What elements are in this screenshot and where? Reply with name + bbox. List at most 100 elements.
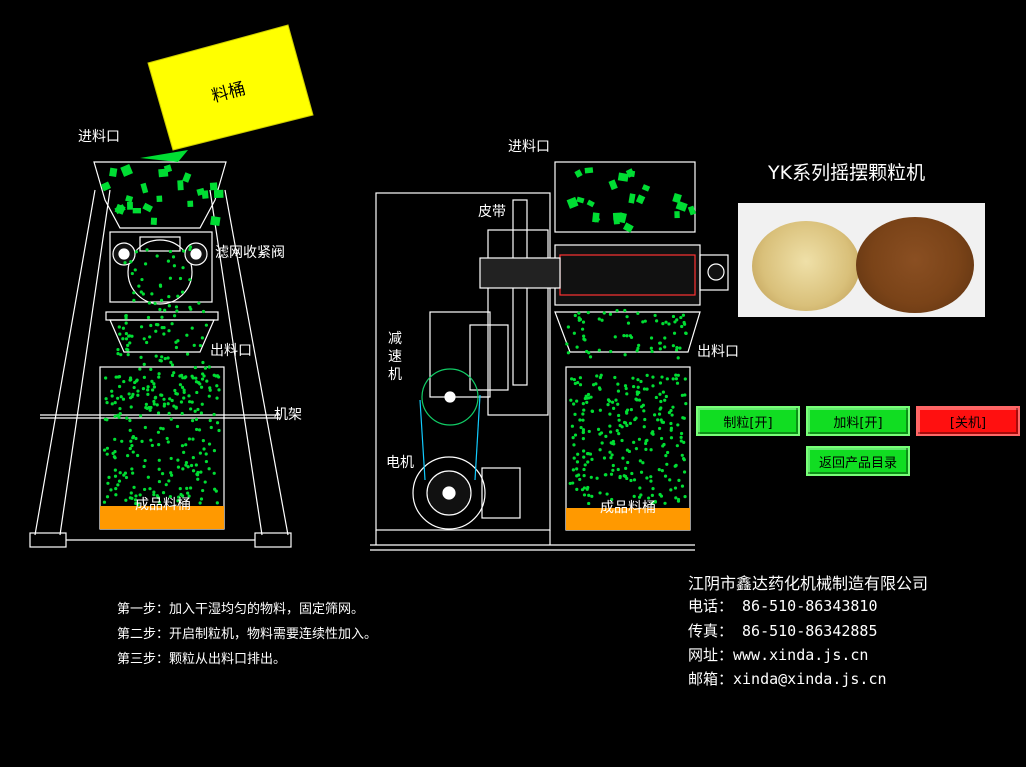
granule <box>212 471 216 475</box>
granule <box>659 436 664 441</box>
company-website: 网址：www.xinda.js.cn <box>688 646 869 664</box>
granule <box>188 278 192 282</box>
granule <box>175 309 179 313</box>
granule <box>143 487 147 492</box>
granule <box>172 264 177 268</box>
granule <box>132 291 136 295</box>
right-belt-label: 皮带 <box>478 204 506 220</box>
granule <box>134 436 138 441</box>
granule <box>637 343 641 348</box>
granule <box>588 355 593 359</box>
granule <box>590 494 594 498</box>
granule <box>672 192 682 204</box>
granule <box>125 416 129 420</box>
granule <box>141 387 146 391</box>
granule <box>676 499 681 503</box>
granule <box>572 331 576 335</box>
granule <box>106 481 110 485</box>
granule <box>161 491 166 495</box>
granule <box>195 390 199 395</box>
granule <box>578 418 582 422</box>
granule <box>680 324 684 329</box>
granule <box>583 338 587 342</box>
feed-on-button[interactable]: 加料[开] <box>806 406 910 436</box>
granule <box>679 431 684 436</box>
granule <box>609 472 614 476</box>
granule <box>585 487 589 491</box>
granule <box>140 182 149 194</box>
granule <box>179 400 184 404</box>
granule <box>176 465 181 469</box>
granule <box>114 486 118 491</box>
granule <box>622 333 626 338</box>
granule <box>146 315 151 320</box>
granule <box>572 378 576 382</box>
granule <box>132 485 136 489</box>
granule <box>201 309 206 314</box>
granule <box>199 470 203 474</box>
granule <box>687 205 697 216</box>
granule <box>180 444 185 448</box>
granule <box>110 402 114 406</box>
granule <box>680 393 684 397</box>
granule <box>670 413 674 417</box>
granule <box>594 382 598 386</box>
granule <box>629 408 633 412</box>
granule <box>185 486 189 490</box>
granule <box>582 455 586 459</box>
granule <box>187 437 192 441</box>
shutdown-button[interactable]: [关机] <box>916 406 1020 436</box>
hopper-box <box>140 24 314 162</box>
granule <box>208 386 212 390</box>
granule <box>169 360 173 364</box>
granule <box>122 473 126 477</box>
granule <box>666 450 670 455</box>
granule <box>121 397 126 401</box>
granule <box>598 408 602 412</box>
granule <box>682 440 686 444</box>
back-to-catalog-button[interactable]: 返回产品目录 <box>806 446 910 476</box>
granule <box>615 429 619 433</box>
granule <box>140 439 144 443</box>
granule <box>177 495 181 499</box>
dark-granules-pile <box>856 217 974 313</box>
left-product-bin-label: 成品料桶 <box>135 497 191 513</box>
granule <box>681 416 685 420</box>
granule <box>649 346 653 350</box>
granule <box>183 376 187 380</box>
granule <box>668 478 672 482</box>
granule <box>586 199 595 208</box>
granule <box>169 471 173 475</box>
granule <box>671 344 675 348</box>
granule <box>104 376 108 380</box>
granule <box>194 417 199 421</box>
granule <box>657 412 662 416</box>
granule <box>620 425 624 429</box>
granule <box>120 164 134 177</box>
granule <box>570 424 574 428</box>
granule <box>651 487 655 491</box>
granule <box>623 474 628 479</box>
granule <box>624 466 628 471</box>
granule <box>681 313 686 317</box>
granule <box>634 397 638 401</box>
granule <box>174 406 178 410</box>
granule <box>144 402 148 406</box>
granule <box>134 379 139 383</box>
granulate-on-button[interactable]: 制粒[开] <box>696 406 800 436</box>
granule <box>655 319 659 323</box>
right-granulator-diagram <box>370 161 729 551</box>
granule <box>680 484 685 488</box>
granule <box>677 478 681 482</box>
granule <box>194 463 198 467</box>
granule <box>217 388 221 392</box>
granule <box>104 397 108 401</box>
granule <box>171 255 176 259</box>
granule <box>573 313 577 318</box>
granule <box>660 420 664 424</box>
granule <box>674 211 680 219</box>
granule <box>618 474 622 479</box>
granule <box>645 438 649 443</box>
granule <box>673 320 677 324</box>
granule <box>636 378 640 382</box>
